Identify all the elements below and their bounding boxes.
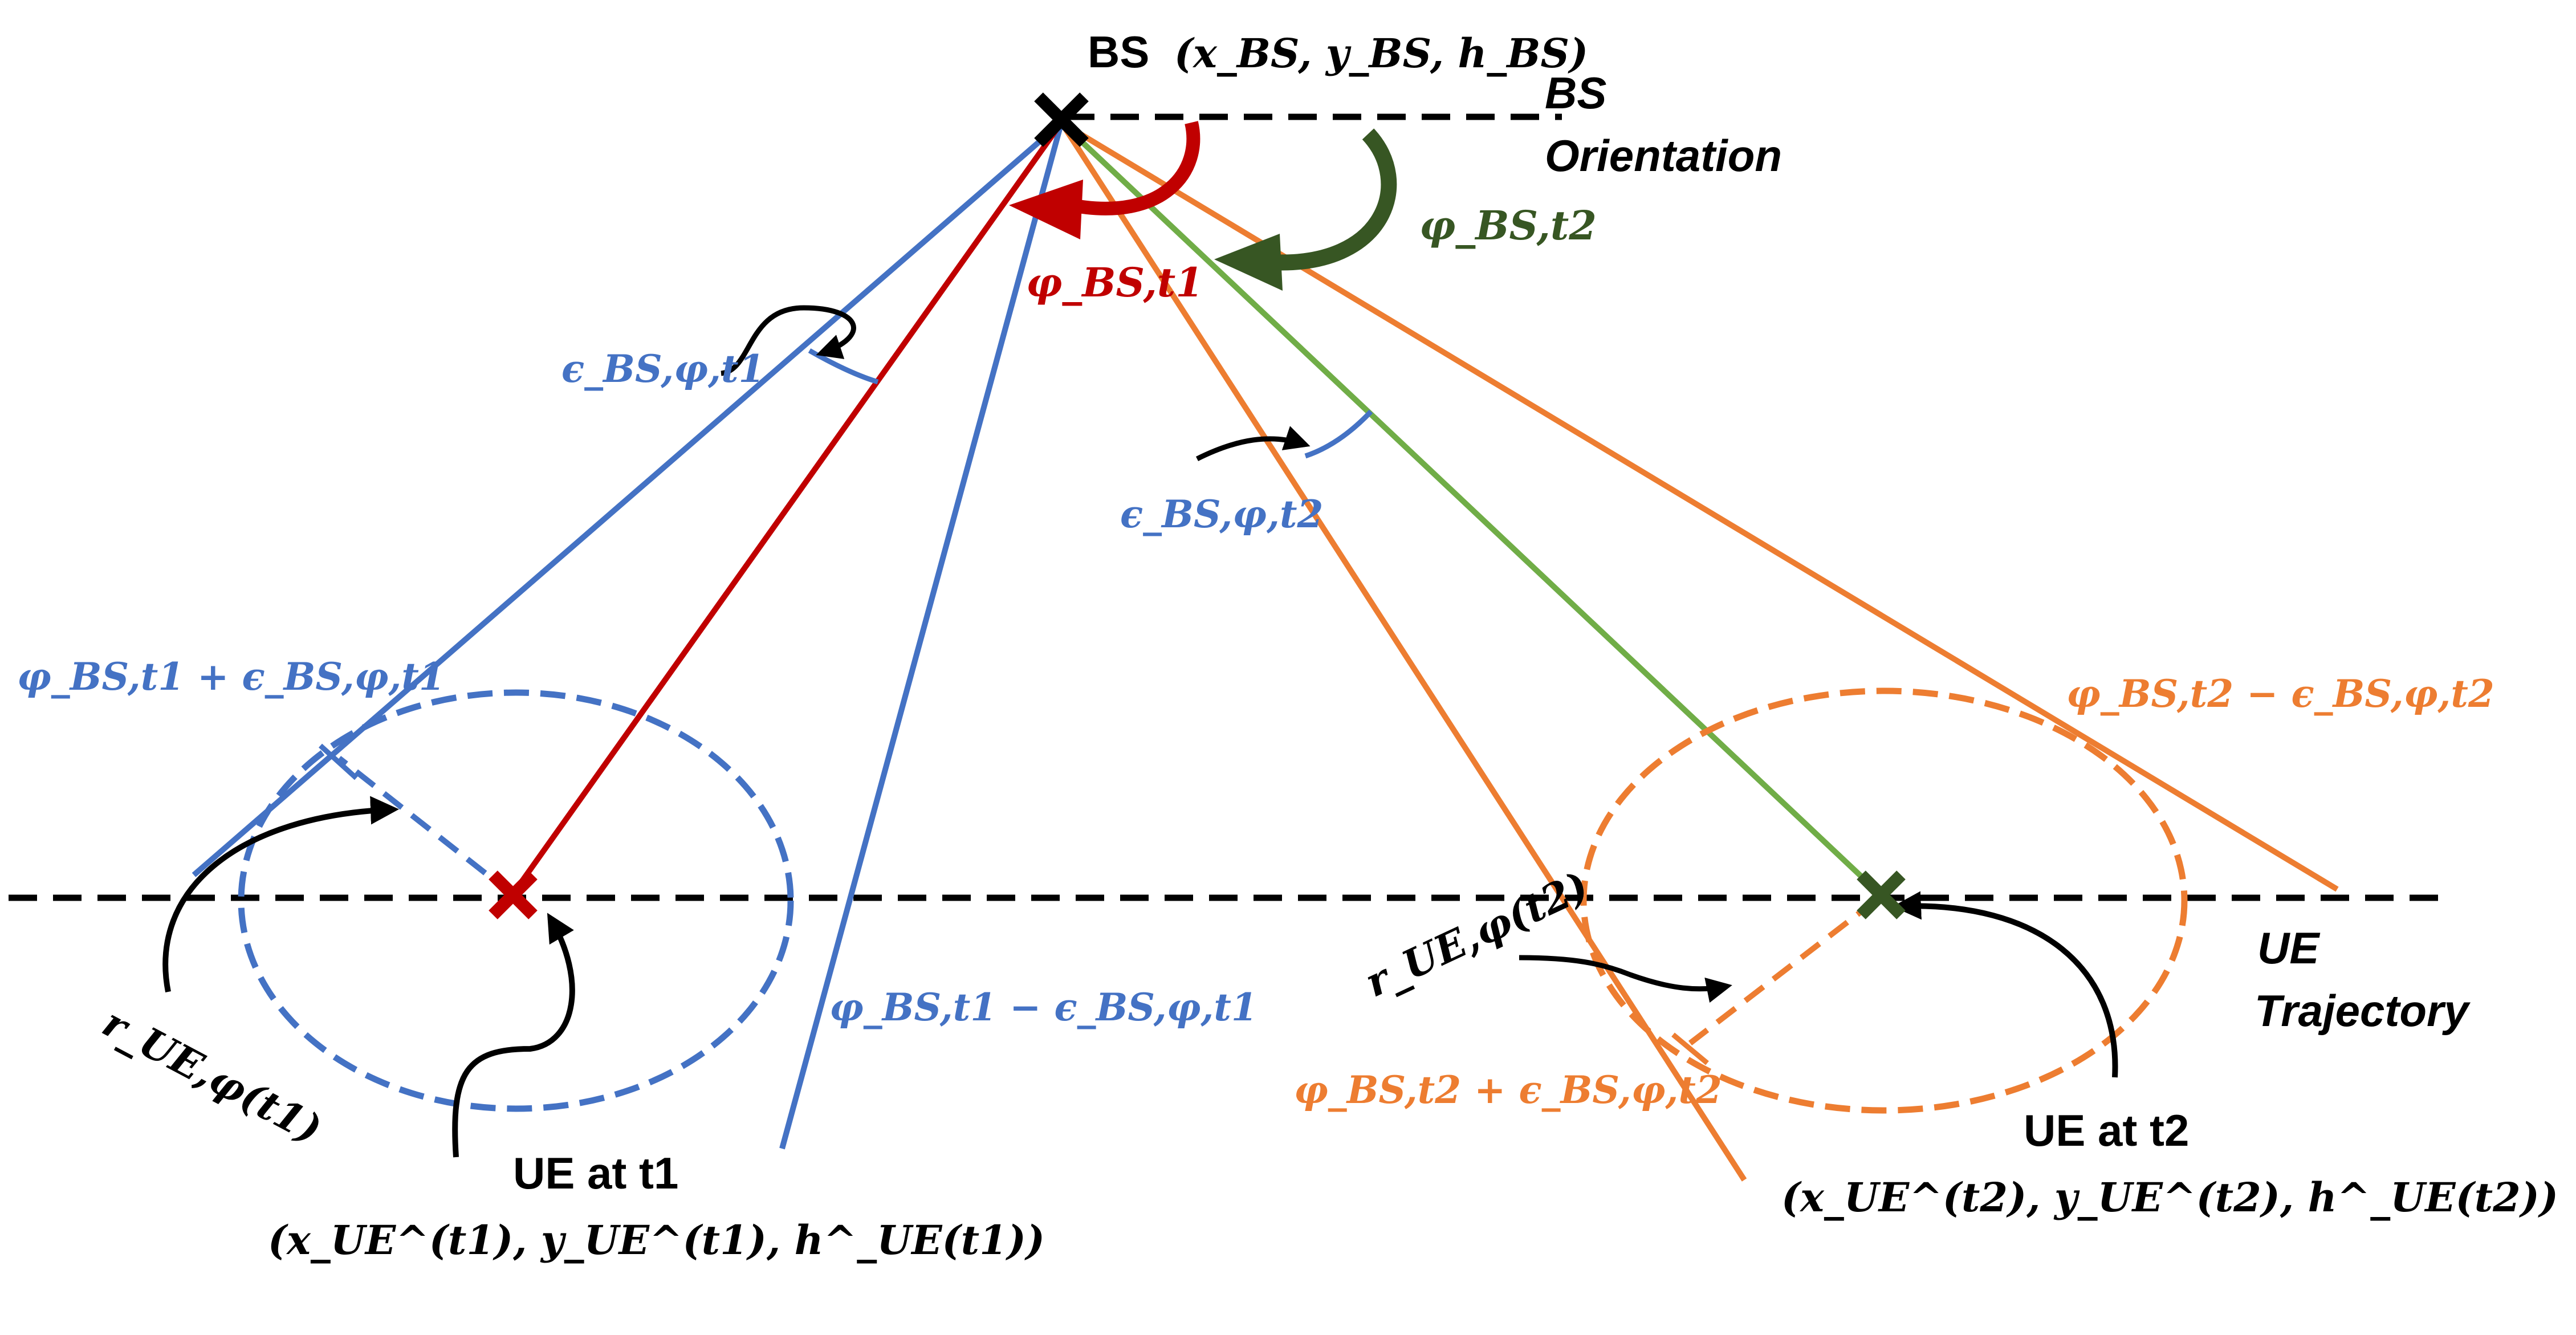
- ue-t1-title: UE at t1: [513, 1148, 678, 1198]
- phi-t1-plus-label: φ_BS,t1 + ϵ_BS,φ,t1: [17, 654, 445, 699]
- pointer-eps-t1: [721, 305, 856, 376]
- cone-line-t2-lower: [1059, 121, 1747, 1182]
- uncertainty-ellipse-t2: [1580, 687, 2188, 1114]
- radius-line-t2: [1688, 898, 1878, 1045]
- phi-arrowhead-t1: [1009, 180, 1083, 239]
- ue-t2-coords: (x_UE^(t2), y_UE^(t2), h^_UE(t2)): [1781, 1174, 2558, 1221]
- cone-line-t1-upper: [192, 120, 1064, 877]
- phi-arrowhead-t2: [1214, 234, 1283, 291]
- radius-line-t1: [337, 756, 515, 897]
- phi-t1-label: φ_BS,t1: [1026, 259, 1203, 306]
- epsilon-arc-t2: [1304, 409, 1373, 459]
- pointer-eps-t2: [1195, 426, 1311, 462]
- bs-coords: (x_BS, y_BS, h_BS): [1174, 30, 1588, 77]
- pointer-ue-t1: [452, 913, 575, 1158]
- radius-t2-label: r_UE,φ(t2): [1358, 862, 1596, 1006]
- bs-title: BS: [1088, 27, 1149, 77]
- cross-icon: [1034, 92, 1089, 147]
- radius-tick-t1: [318, 743, 359, 780]
- cone-line-t1-lower: [779, 121, 1064, 1150]
- eps-t1-label: ϵ_BS,φ,t1: [561, 347, 764, 391]
- ue-t2-title: UE at t2: [2024, 1105, 2189, 1155]
- radius-tick-t2: [1671, 1032, 1709, 1065]
- trajectory-line2: Trajectory: [2254, 986, 2471, 1036]
- bearing-line-t2: [1059, 120, 1886, 900]
- eps-t2-label: ϵ_BS,φ,t2: [1120, 492, 1323, 536]
- cross-icon: [489, 870, 538, 919]
- bs-orientation-line1: BS: [1545, 68, 1606, 118]
- phi-arrow-t1: [1070, 121, 1200, 215]
- phi-t2-minus-label: φ_BS,t2 − ϵ_BS,φ,t2: [2066, 671, 2494, 716]
- bs-orientation-line2: Orientation: [1545, 131, 1782, 181]
- pointer-ue-t2: [1893, 891, 2118, 1078]
- pointer-radius-t1: [162, 796, 399, 992]
- phi-t2-plus-label: φ_BS,t2 + ϵ_BS,φ,t2: [1294, 1068, 1722, 1112]
- ue-t1-coords: (x_UE^(t1), y_UE^(t1), h^_UE(t1)): [268, 1216, 1045, 1264]
- phi-arrow-t2: [1271, 128, 1397, 271]
- bearing-line-t1: [507, 121, 1064, 900]
- pointer-radius-t2: [1519, 955, 1732, 1003]
- uncertainty-ellipse-t1: [238, 689, 794, 1112]
- trajectory-line1: UE: [2257, 923, 2320, 973]
- epsilon-arc-t1: [808, 348, 879, 385]
- phi-t1-minus-label: φ_BS,t1 − ϵ_BS,φ,t1: [829, 985, 1258, 1029]
- cross-icon: [1857, 870, 1906, 919]
- phi-t2-label: φ_BS,t2: [1419, 202, 1597, 249]
